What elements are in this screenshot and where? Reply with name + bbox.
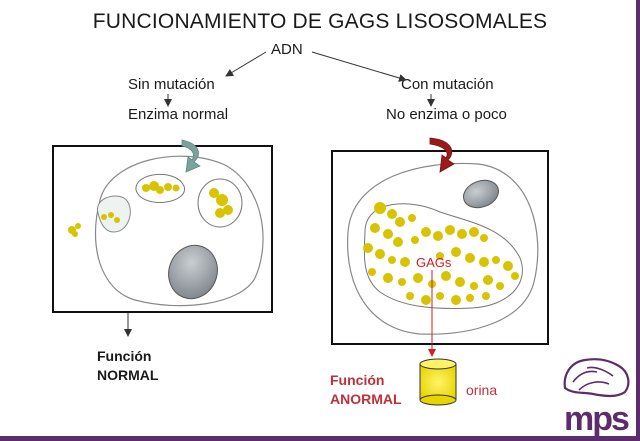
outcome-abnormal-line2: ANORMAL	[330, 391, 402, 407]
left-branch-result: Enzima normal	[128, 106, 229, 123]
left-enzyme-arrow	[181, 139, 201, 173]
frame-bottom-bar	[0, 436, 640, 441]
left-gag-deposits	[68, 181, 233, 237]
mps-logo: mps	[563, 358, 631, 436]
outcome-normal-line2: NORMAL	[97, 367, 159, 383]
outcome-abnormal-line1: Función	[330, 372, 385, 388]
outcome-normal: Función NORMAL	[97, 347, 158, 385]
left-cell-frame	[52, 145, 273, 313]
outcome-abnormal: Función ANORMAL	[330, 371, 402, 409]
excretion-label: orina	[466, 382, 498, 398]
diagram-title: FUNCIONAMIENTO DE GAGS LISOSOMALES	[92, 10, 548, 33]
right-branch-result: No enzima o poco	[386, 106, 507, 123]
right-lysosome-membrane	[363, 203, 523, 309]
arrow-adn-to-con	[311, 51, 407, 82]
left-lysosome-1	[135, 173, 185, 203]
logo-text: mps	[564, 400, 629, 436]
left-exocytosis-vesicle	[96, 195, 131, 233]
left-cell-membrane	[94, 155, 264, 307]
right-gag-accumulation	[363, 202, 519, 305]
gags-label: GAGs	[416, 255, 452, 270]
left-branch-label: Sin mutación	[128, 76, 215, 93]
arrow-adn-to-sin	[225, 51, 267, 77]
outcome-normal-line1: Función	[97, 348, 152, 364]
right-nucleus	[463, 179, 499, 209]
frame-right-bar	[636, 0, 640, 441]
left-lysosome-2	[197, 178, 243, 228]
right-branch-label: Con mutación	[401, 76, 494, 93]
root-node-adn: ADN	[271, 41, 303, 58]
right-cell-membrane	[347, 162, 539, 335]
left-nucleus	[168, 244, 218, 300]
urine-container	[419, 358, 457, 406]
logo-hands-icon	[563, 358, 630, 398]
right-enzyme-arrow	[429, 137, 455, 173]
